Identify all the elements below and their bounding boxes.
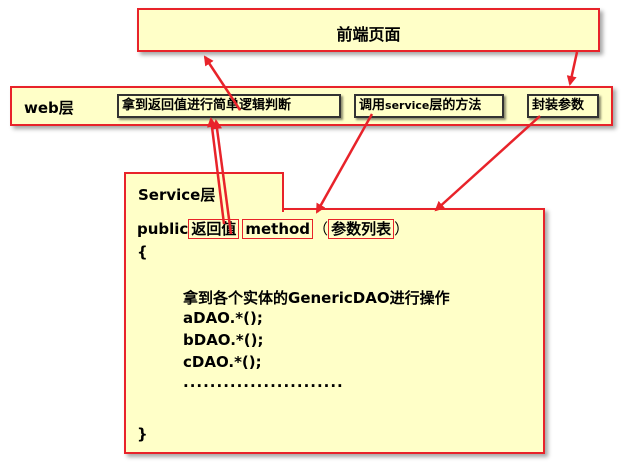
web-chip-wrap-params-text: 封装参数 [532,98,585,113]
code-public: public [137,220,189,238]
web-chip-call-suffix: 层的方法 [429,98,482,113]
service-layer-label: Service层 [138,186,216,204]
web-chip-call-service-word: service [385,99,430,112]
web-layer-label: web层 [24,99,74,117]
code-line-a: aDAO.*(); [183,309,263,327]
code-line-b: bDAO.*(); [183,331,264,349]
service-layer-tab: Service层 [124,172,284,212]
code-paren-close: ） [394,220,410,238]
web-chip-call-prefix: 调用 [359,98,386,113]
web-chip-return-check: 拿到返回值进行简单逻辑判断 [117,94,341,118]
code-return-value: 返回值 [188,219,240,239]
code-method: method [242,219,314,239]
code-line-c: cDAO.*(); [183,353,262,371]
service-layer-box [124,208,545,454]
arrow-call-to-method [315,113,374,214]
web-layer-box: web层 拿到返回值进行简单逻辑判断 调用service层的方法 封装参数 [10,86,613,126]
code-line-get-dao: 拿到各个实体的GenericDAO进行操作 [183,289,450,307]
arrow-params-to-front [566,51,579,86]
code-paren-open: （ [313,220,329,238]
code-line-dots: ........................ [183,373,344,391]
code-brace-open: { [137,243,148,261]
service-tab-joint [126,206,282,212]
frontend-page-title: 前端页面 [336,25,401,44]
web-chip-wrap-params: 封装参数 [527,94,599,118]
frontend-page-box: 前端页面 [137,8,600,52]
web-chip-return-check-text: 拿到返回值进行简单逻辑判断 [122,98,292,113]
web-chip-call-service: 调用service层的方法 [354,94,504,118]
code-brace-close: } [137,425,148,443]
arrow-wrap-to-params [434,115,541,212]
code-params: 参数列表 [328,219,395,239]
